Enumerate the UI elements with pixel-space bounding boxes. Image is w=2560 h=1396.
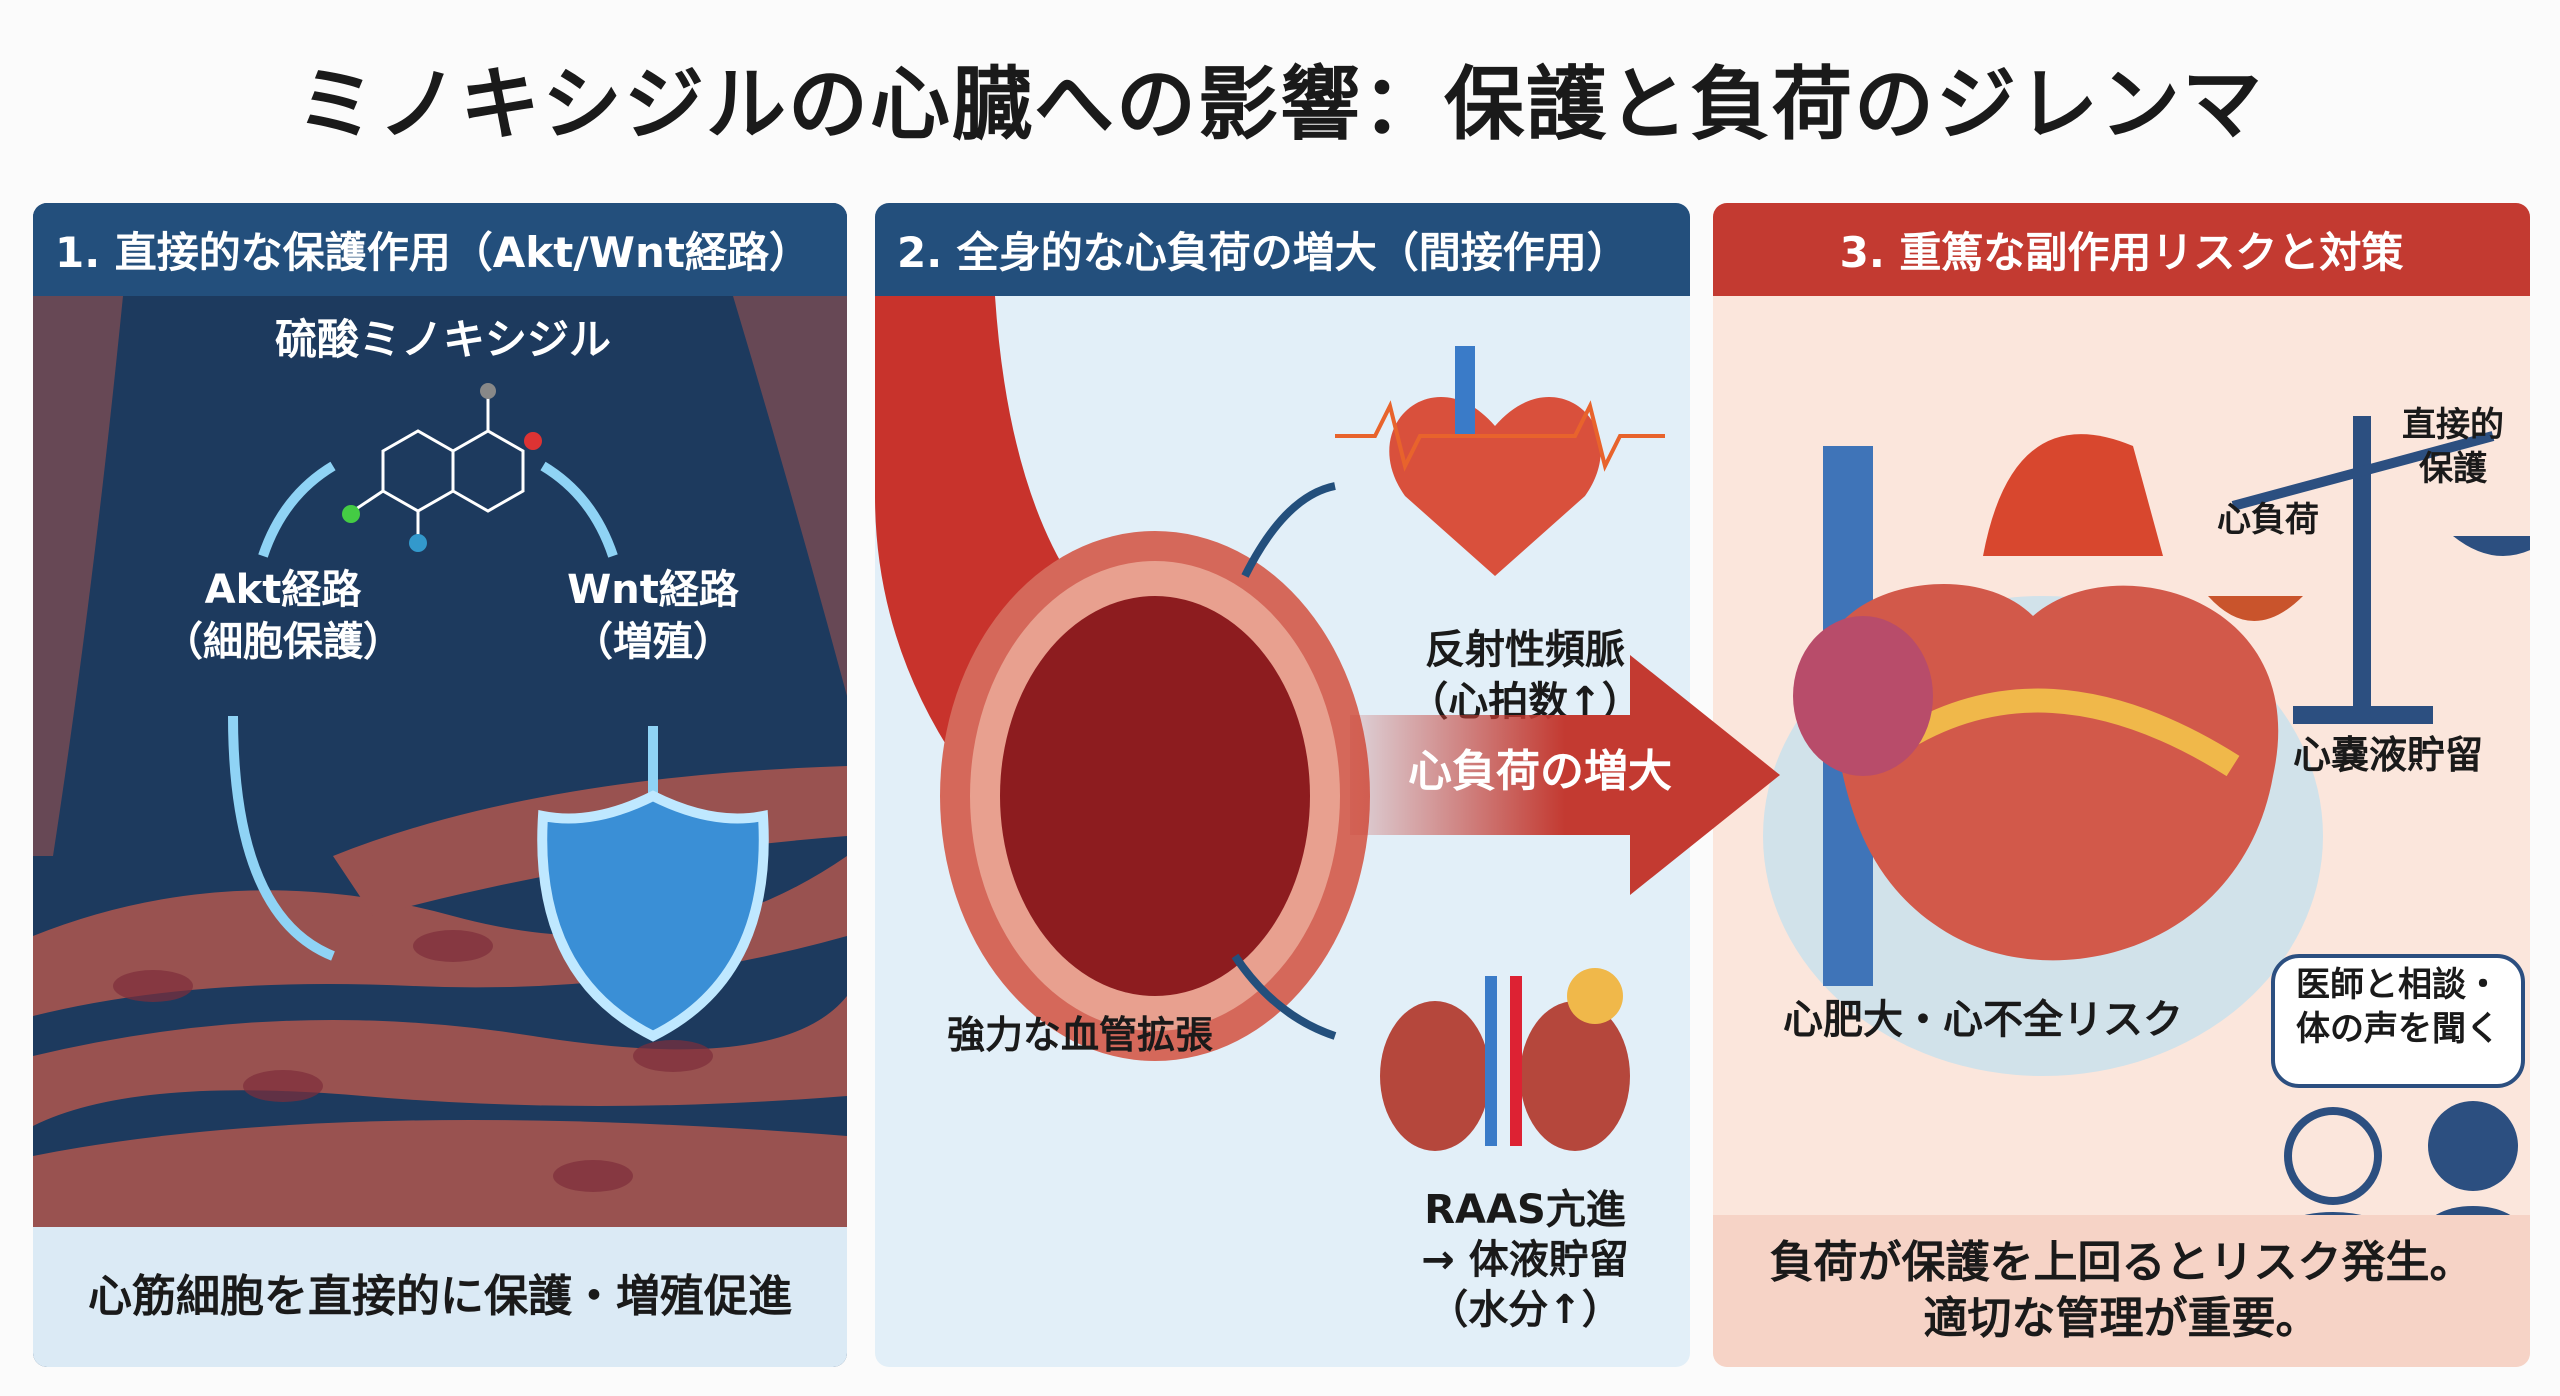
shield-icon: [537, 790, 769, 1042]
panel3-caption: 負荷が保護を上回るとリスク発生。 適切な管理が重要。: [1713, 1215, 2530, 1367]
scale-left-label: 心負荷: [2217, 500, 2319, 540]
cardiomyocyte-illustration: [33, 296, 847, 1227]
heart-icon: [1389, 346, 1601, 576]
blood-vessel-illustration: [875, 296, 1665, 1151]
load-increase-label: 心負荷の増大: [1408, 746, 1672, 797]
fluid-retention-label: → 体液貯留: [1421, 1237, 1629, 1283]
heart-failure-label: 心肥大・心不全リスク: [1783, 997, 2183, 1043]
panel-header: 1. 直接的な保護作用（Akt/Wnt経路）: [33, 203, 847, 296]
load-increase-arrow: [1350, 655, 1780, 895]
balance-scale-icon: [2208, 416, 2530, 724]
kidney-icon: [1380, 968, 1630, 1151]
water-label: （水分↑）: [1428, 1287, 1622, 1333]
effusion-label: 心嚢液貯留: [2292, 733, 2483, 777]
scale-right-label-1: 直接的: [2402, 405, 2504, 445]
panel-direct-protection: 1. 直接的な保護作用（Akt/Wnt経路） 硫酸ミノキシジル Akt経路 （細…: [33, 203, 847, 1367]
vasodilation-label: 強力な血管拡張: [946, 1013, 1213, 1057]
speech-bubble-line-1: 医師と相談・: [2296, 965, 2500, 1005]
caption-line-1: 負荷が保護を上回るとリスク発生。: [1769, 1237, 2474, 1288]
page-title: ミノキシジルの心臓への影響：保護と負荷のジレンマ: [296, 58, 2264, 151]
compound-label: 硫酸ミノキシジル: [274, 315, 611, 364]
panel1-caption: 心筋細胞を直接的に保護・増殖促進: [33, 1227, 847, 1367]
raas-label: RAAS亢進: [1424, 1187, 1626, 1233]
akt-sub-label: （細胞保護）: [163, 619, 403, 665]
enlarged-heart-illustration: [1763, 416, 2530, 1300]
caption-line-2: 適切な管理が重要。: [1923, 1293, 2320, 1344]
panel-header: 3. 重篤な副作用リスクと対策: [1713, 203, 2530, 296]
akt-label: Akt経路: [204, 567, 362, 613]
molecule-icon: [352, 396, 525, 536]
wnt-sub-label: （増殖）: [573, 619, 733, 665]
speech-bubble-line-2: 体の声を聞く: [2296, 1009, 2500, 1049]
wnt-label: Wnt経路: [567, 567, 739, 613]
tachycardia-label: 反射性頻脈: [1425, 627, 1625, 673]
panel-header: 2. 全身的な心負荷の増大（間接作用）: [875, 203, 1690, 296]
scale-right-label-2: 保護: [2419, 449, 2487, 489]
panel-risk-and-measures: 3. 重篤な副作用リスクと対策 心負荷 直接的 保護 心嚢液貯留 心肥大・心不全…: [1713, 203, 2530, 1367]
